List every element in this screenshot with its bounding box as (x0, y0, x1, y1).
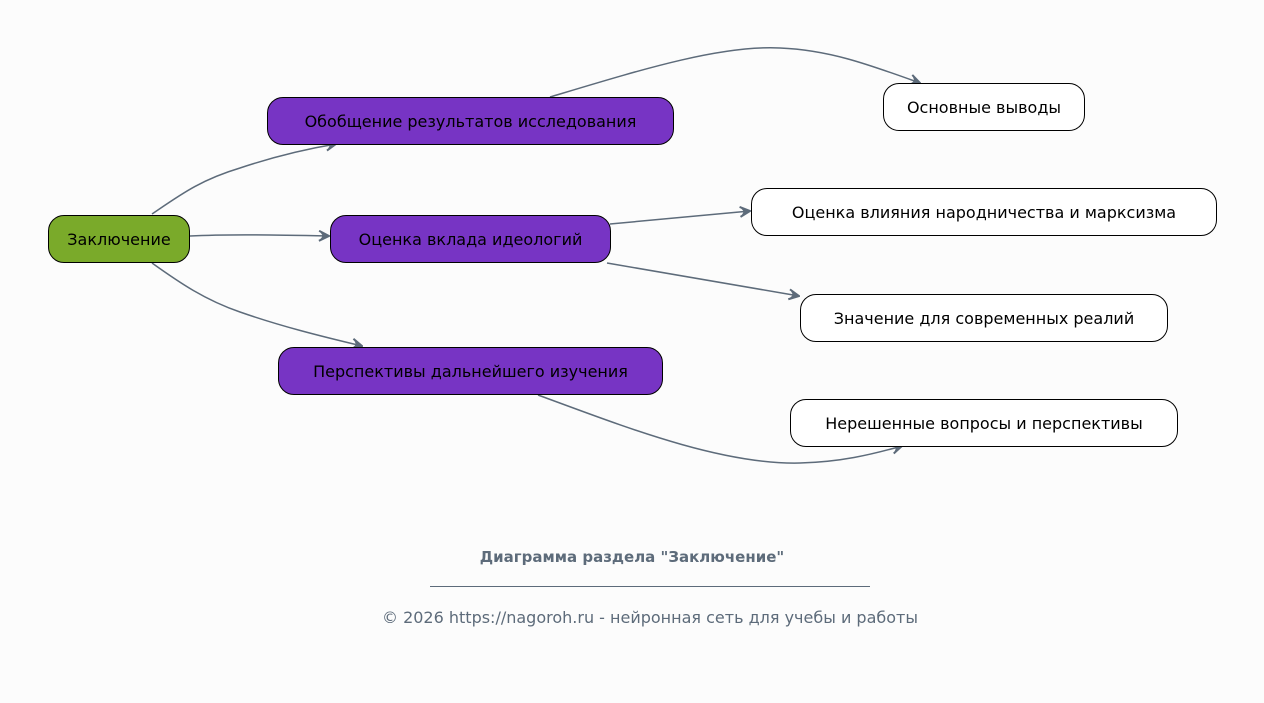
node-ideologies[interactable]: Оценка вклада идеологий (330, 215, 611, 263)
node-summary[interactable]: Обобщение результатов исследования (267, 97, 674, 145)
edge-perspectives-to-open-questions (537, 394, 902, 464)
edge-root-to-perspectives (151, 262, 362, 346)
node-label: Заключение (67, 229, 171, 249)
node-label: Оценка вклада идеологий (358, 229, 583, 249)
node-label: Значение для современных реалий (833, 308, 1135, 328)
edge-ideologies-to-influence (609, 211, 750, 225)
node-label: Перспективы дальнейшего изучения (313, 361, 628, 381)
footer-copyright: © 2026 https://nagoroh.ru - нейронная се… (381, 608, 918, 627)
node-perspectives[interactable]: Перспективы дальнейшего изучения (278, 347, 663, 395)
edge-ideologies-to-significance (606, 262, 799, 296)
diagram-title: Диаграмма раздела "Заключение" (479, 548, 785, 566)
node-influence[interactable]: Оценка влияния народничества и марксизма (751, 188, 1217, 236)
edge-summary-to-conclusions (549, 47, 920, 98)
divider (430, 586, 870, 587)
edge-root-to-summary (151, 144, 336, 215)
node-main-conclusions[interactable]: Основные выводы (883, 83, 1085, 131)
node-significance[interactable]: Значение для современных реалий (800, 294, 1168, 342)
node-label: Оценка влияния народничества и марксизма (791, 202, 1177, 222)
edge-root-to-ideologies (189, 235, 329, 236)
node-root[interactable]: Заключение (48, 215, 190, 263)
node-label: Основные выводы (906, 97, 1062, 117)
node-label: Обобщение результатов исследования (304, 111, 637, 131)
node-open-questions[interactable]: Нерешенные вопросы и перспективы (790, 399, 1178, 447)
node-label: Нерешенные вопросы и перспективы (825, 413, 1143, 433)
